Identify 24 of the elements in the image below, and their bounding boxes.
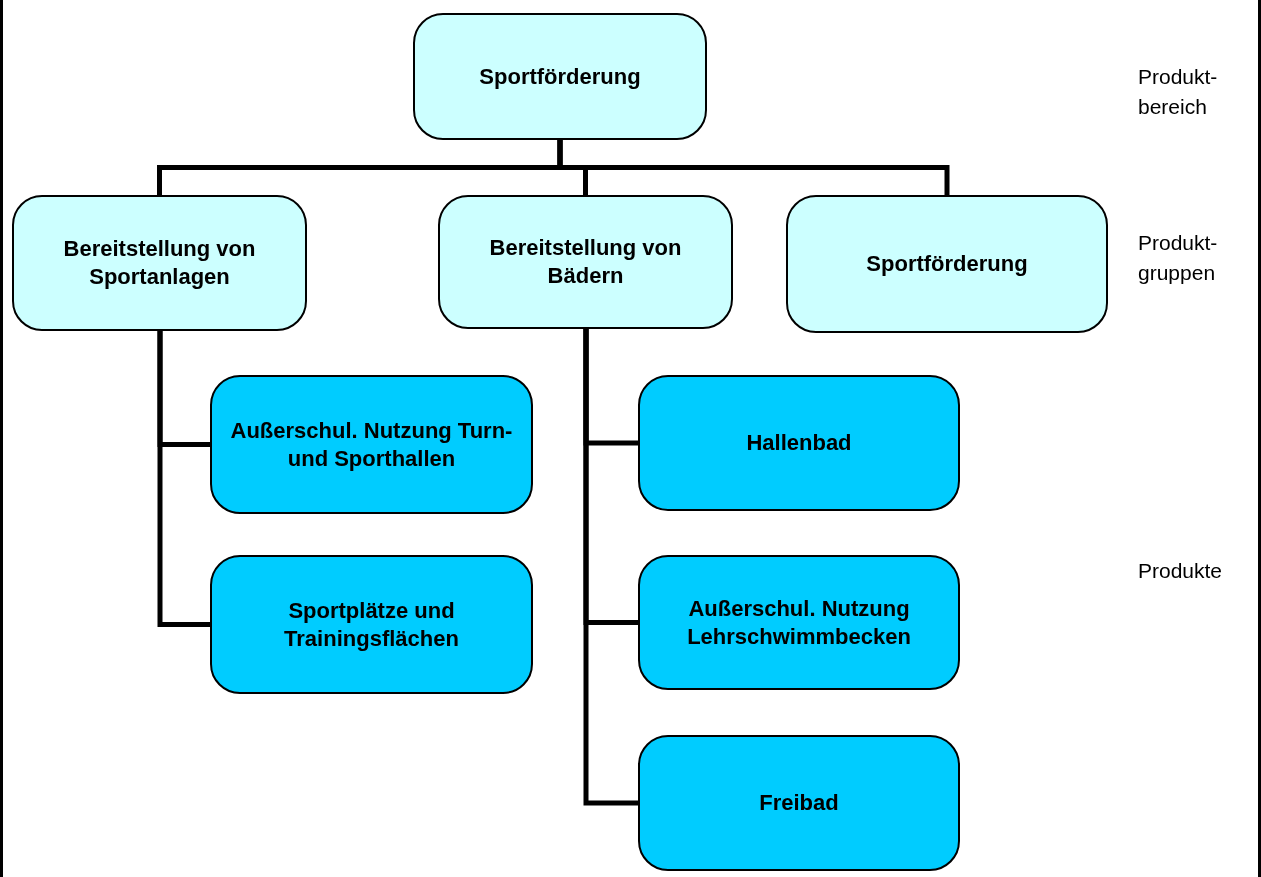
org-box xyxy=(638,735,960,871)
org-box xyxy=(438,195,733,329)
box-title: Hallenbad xyxy=(746,429,852,457)
box-title: Außerschul. Nutzung Turn- und Sporthallen xyxy=(229,416,514,473)
box-title: Sportplätze und Trainingsflächen xyxy=(283,596,460,653)
box-title: Sportförderung xyxy=(479,62,641,91)
org-box xyxy=(638,375,960,511)
org-box xyxy=(786,195,1108,333)
org-box xyxy=(638,555,960,690)
level-label: Produkt- bereich xyxy=(1138,64,1219,120)
box-title: Außerschul. Nutzung Lehrschwimmbecken xyxy=(686,594,912,651)
level-label: Produkt- gruppen xyxy=(1138,230,1219,286)
level-label: Produkte xyxy=(1138,558,1224,584)
org-box xyxy=(12,195,307,331)
org-box xyxy=(210,555,533,694)
box-title: Sportförderung xyxy=(866,250,1028,278)
connector-line xyxy=(583,329,638,806)
connector-line xyxy=(157,331,210,627)
box-title: Bereitstellung von Sportanlagen xyxy=(62,235,257,291)
box-title: Freibad xyxy=(759,789,839,817)
org-box xyxy=(413,13,707,140)
org-box xyxy=(210,375,533,514)
box-title: Bereitstellung von Bädern xyxy=(488,234,683,290)
connector-line xyxy=(557,140,950,195)
